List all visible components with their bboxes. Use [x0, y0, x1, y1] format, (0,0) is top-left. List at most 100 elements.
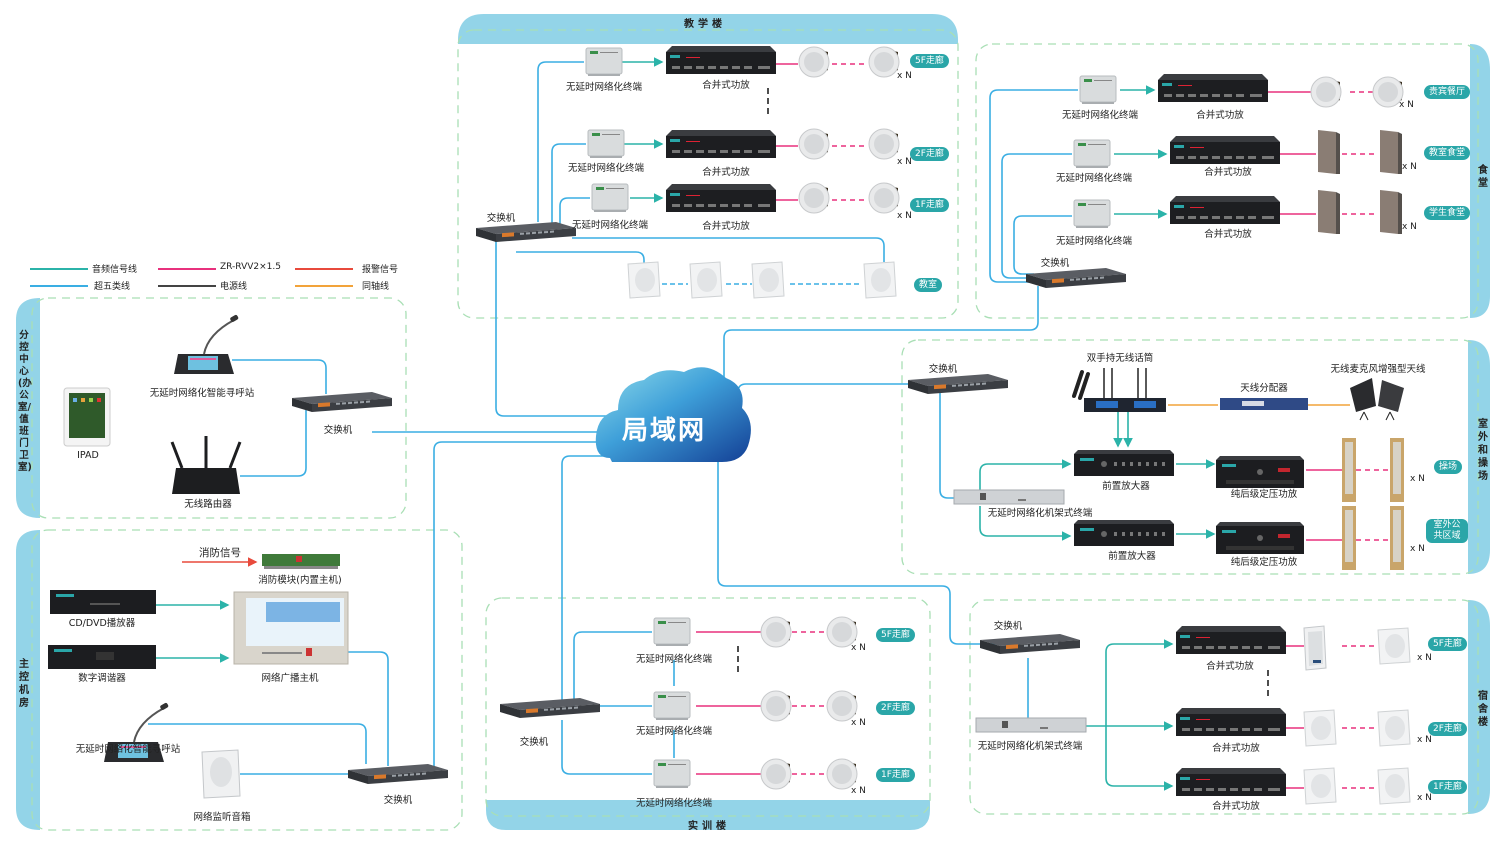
maincontrol-switch — [348, 764, 448, 784]
dorm-cables — [1027, 639, 1378, 791]
zone-canteen-frame — [975, 43, 1490, 319]
training-terminal-5f — [653, 617, 691, 647]
speaker-count: x N — [1402, 222, 1417, 232]
canteen-terminal-2 — [1073, 139, 1111, 169]
subcontrol-switch-label: 交换机 — [323, 425, 353, 436]
broadcast-host-label: 网络广播主机 — [261, 673, 319, 684]
router-label: 无线路由器 — [184, 499, 232, 510]
zone-title-dorm: 宿舍楼 — [1478, 691, 1488, 728]
ceiling-speaker — [798, 182, 830, 214]
canteen-amp-label: 合并式功放 — [1204, 167, 1252, 178]
teaching-amp-label: 合并式功放 — [702, 167, 750, 178]
canteen-terminal-1 — [1079, 75, 1117, 105]
speaker-count: x N — [1417, 793, 1432, 803]
teaching-terminal-2f — [587, 129, 625, 159]
zone-title-training: 实训楼 — [688, 821, 730, 832]
antenna-splitter — [1220, 398, 1308, 410]
legend-swatch-power — [158, 285, 216, 287]
antenna-splitter-label: 天线分配器 — [1240, 383, 1288, 394]
wall-speaker — [1303, 709, 1337, 747]
location-tag: 教室 — [914, 278, 943, 292]
speaker-count: x N — [1410, 474, 1425, 484]
location-tag: 1F走廊 — [910, 198, 949, 212]
ceiling-speaker — [868, 46, 900, 78]
training-terminal-2f — [653, 691, 691, 721]
ceiling-speaker — [868, 182, 900, 214]
panel-speaker — [1380, 190, 1402, 234]
preamp-label: 前置放大器 — [1102, 481, 1150, 492]
ceiling-speaker — [826, 758, 858, 790]
dorm-amp-label: 合并式功放 — [1212, 743, 1260, 754]
training-terminal-label: 无延时网络化终端 — [635, 726, 713, 737]
legend-label: 报警信号 — [362, 265, 399, 275]
teaching-terminal-label: 无延时网络化终端 — [571, 220, 649, 231]
power-amp-1 — [1216, 456, 1304, 488]
canteen-terminal-label: 无延时网络化终端 — [1055, 173, 1133, 184]
teaching-amp-label: 合并式功放 — [702, 80, 750, 91]
ceiling-speaker — [798, 128, 830, 160]
panel-speaker — [1318, 130, 1340, 174]
broadcast-host — [233, 591, 349, 665]
speaker-count: x N — [1410, 544, 1425, 554]
teaching-terminal-label: 无延时网络化终端 — [565, 82, 643, 93]
column-speaker — [1390, 506, 1404, 570]
teaching-amp-label: 合并式功放 — [702, 221, 750, 232]
teaching-terminal-5f — [585, 47, 623, 77]
training-cables — [561, 631, 826, 775]
speaker-count: x N — [897, 71, 912, 81]
main-paging-label: 无延时网络化智能寻呼站 — [75, 744, 181, 755]
legend-swatch-audio — [30, 268, 88, 270]
zone-dorm-frame — [969, 599, 1490, 815]
canteen-switch-label: 交换机 — [1040, 258, 1070, 269]
location-tag: 1F走廊 — [876, 768, 915, 782]
dorm-rack-terminal — [975, 717, 1087, 733]
outdoor-rack-terminal — [953, 489, 1065, 505]
subcontrol-paging-label: 无延时网络化智能寻呼站 — [149, 388, 255, 399]
teaching-amp-1f — [666, 184, 776, 212]
speaker-count: x N — [897, 157, 912, 167]
fire-module-board — [262, 554, 340, 569]
location-tag: 5F走廊 — [910, 54, 949, 68]
legend-swatch-zr — [158, 268, 216, 270]
dorm-amp-label: 合并式功放 — [1206, 661, 1254, 672]
teaching-amp-2f — [666, 130, 776, 158]
ceiling-speaker — [826, 690, 858, 722]
lan-cloud — [595, 367, 751, 462]
ceiling-speaker — [798, 46, 830, 78]
speaker-count: x N — [851, 718, 866, 728]
fire-module-label: 消防模块(内置主机) — [258, 575, 342, 586]
dorm-amp-5f — [1176, 626, 1286, 654]
legend-swatch-cat5 — [30, 285, 88, 287]
antenna-pair — [1350, 378, 1404, 421]
power-amp-label: 纯后级定压功放 — [1230, 489, 1298, 500]
zone-maincontrol-frame — [16, 529, 463, 831]
outdoor-switch-label: 交换机 — [928, 364, 958, 375]
ceiling-speaker — [760, 616, 792, 648]
location-tag: 室外公共区域 — [1426, 519, 1468, 543]
wall-speaker — [751, 261, 785, 299]
location-tag: 贵宾餐厅 — [1424, 85, 1471, 99]
canteen-terminal-label: 无延时网络化终端 — [1055, 236, 1133, 247]
speaker-count: x N — [851, 786, 866, 796]
column-speaker — [1342, 438, 1356, 502]
outdoor-cables — [939, 392, 1388, 541]
wall-speaker — [1303, 625, 1327, 671]
preamp-1 — [1074, 450, 1174, 476]
canteen-amp-label: 合并式功放 — [1204, 229, 1252, 240]
teaching-switch-label: 交换机 — [486, 213, 516, 224]
canteen-switch — [1026, 268, 1126, 288]
dorm-switch — [980, 634, 1080, 654]
canteen-amp-1 — [1158, 74, 1268, 102]
training-switch-label: 交换机 — [519, 737, 549, 748]
teaching-amp-5f — [666, 46, 776, 74]
legend-label: ZR-RVV2×1.5 — [220, 262, 281, 272]
location-tag: 5F走廊 — [876, 628, 915, 642]
digital-tuner — [48, 645, 156, 669]
tuner-label: 数字调谐器 — [78, 673, 126, 684]
dorm-switch-label: 交换机 — [993, 621, 1023, 632]
zone-outdoor-frame — [901, 339, 1490, 575]
wall-speaker — [627, 261, 661, 299]
preamp-label: 前置放大器 — [1108, 551, 1156, 562]
speaker-count: x N — [851, 643, 866, 653]
location-tag: 5F走廊 — [1428, 637, 1467, 651]
